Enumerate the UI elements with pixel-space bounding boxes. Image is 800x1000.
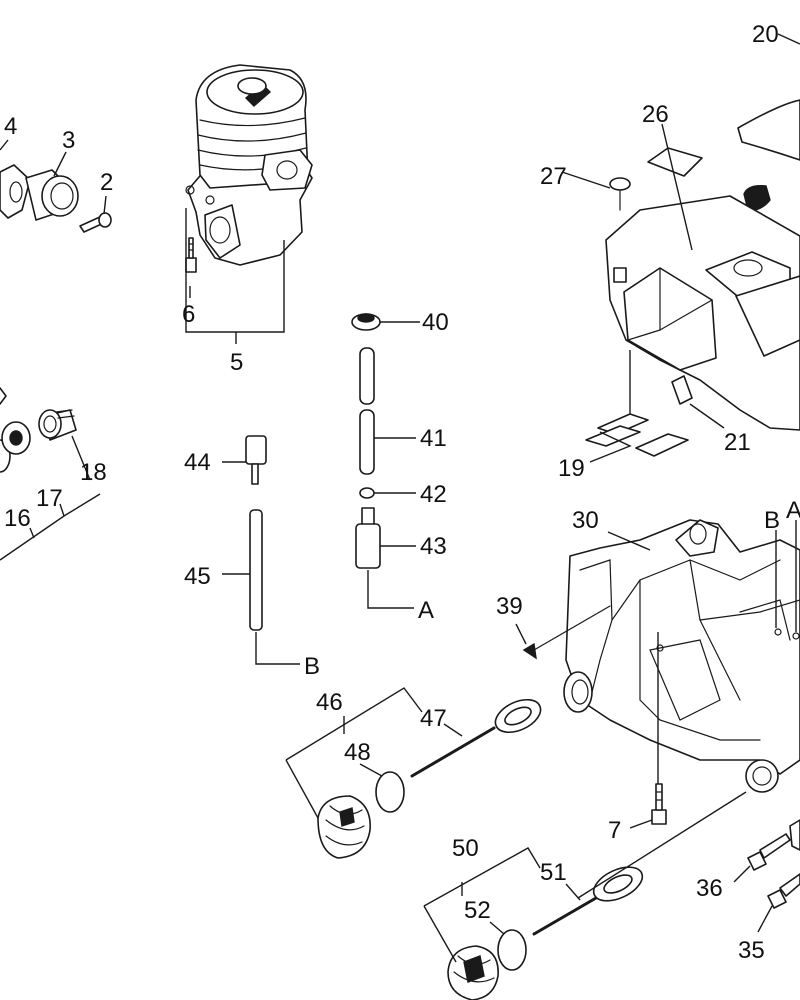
o-ring-part-52 [497, 929, 527, 971]
ref-label-b-crankcase: B [764, 507, 780, 534]
cylinder-part [185, 64, 313, 266]
bolt-part-35 [767, 873, 800, 909]
partial-part-edge [0, 387, 7, 405]
oil-cap-part-46 [317, 795, 371, 859]
screw-part-2 [79, 212, 112, 233]
washer-part-17 [1, 421, 31, 455]
callout-27: 27 [540, 163, 567, 190]
callout-39: 39 [496, 593, 523, 620]
o-ring-part-48 [375, 771, 405, 813]
callout-50: 50 [452, 835, 479, 862]
filter-pad-part-26 [647, 147, 703, 177]
ref-label-a-tube: A [418, 597, 434, 624]
air-filter-housing-part [605, 195, 800, 431]
callout-3: 3 [62, 127, 75, 154]
callout-19: 19 [558, 455, 585, 482]
screw-part-39 [522, 605, 611, 660]
callout-43: 43 [420, 533, 447, 560]
filter-part-43 [355, 507, 381, 569]
rod-part-45 [249, 509, 263, 631]
screw-part-27 [609, 177, 631, 211]
callout-18: 18 [80, 459, 107, 486]
bushing-part-18 [38, 409, 77, 441]
callout-42: 42 [420, 481, 447, 508]
ring-part-42 [359, 487, 375, 499]
callout-52: 52 [464, 897, 491, 924]
callout-16: 16 [4, 505, 31, 532]
grommet-part-40 [351, 313, 381, 331]
bolt-part-36 [747, 819, 800, 871]
callout-48: 48 [344, 739, 371, 766]
callout-46: 46 [316, 689, 343, 716]
callout-7: 7 [608, 817, 621, 844]
callout-30: 30 [572, 507, 599, 534]
callout-6: 6 [182, 301, 195, 328]
callout-44: 44 [184, 449, 211, 476]
intake-flange-part-3 [25, 169, 79, 221]
fuel-cap-part-50 [447, 945, 499, 1000]
tube-part-41 [359, 347, 375, 475]
callout-5: 5 [230, 349, 243, 376]
callout-4: 4 [4, 113, 17, 140]
foam-part-21 [671, 375, 693, 405]
callout-40: 40 [422, 309, 449, 336]
callout-45: 45 [184, 563, 211, 590]
filter-elements-part-19 [585, 413, 689, 457]
top-cover-part-20 [737, 99, 800, 211]
gasket-part-4 [0, 164, 31, 219]
callout-2: 2 [100, 169, 113, 196]
callout-26: 26 [642, 101, 669, 128]
bolt-part-7 [651, 783, 667, 825]
callout-36: 36 [696, 875, 723, 902]
callout-51: 51 [540, 859, 567, 886]
callout-labels: 2 3 4 5 6 7 16 17 18 19 20 21 26 27 30 3… [4, 21, 800, 964]
callout-17: 17 [36, 485, 63, 512]
dipstick-part-47 [410, 698, 542, 778]
cap-part-44 [245, 435, 267, 485]
leader-lines [0, 33, 800, 963]
bolt-part-6 [185, 237, 197, 273]
callout-41: 41 [420, 425, 447, 452]
ref-label-b-rod: B [304, 653, 320, 680]
dipstick-part-51 [532, 866, 644, 936]
crankcase-part-30 [563, 519, 800, 793]
ref-label-a-crankcase: A [786, 497, 800, 524]
callout-35: 35 [738, 937, 765, 964]
callout-47: 47 [420, 705, 447, 732]
callout-20: 20 [752, 21, 779, 48]
callout-21: 21 [724, 429, 751, 456]
